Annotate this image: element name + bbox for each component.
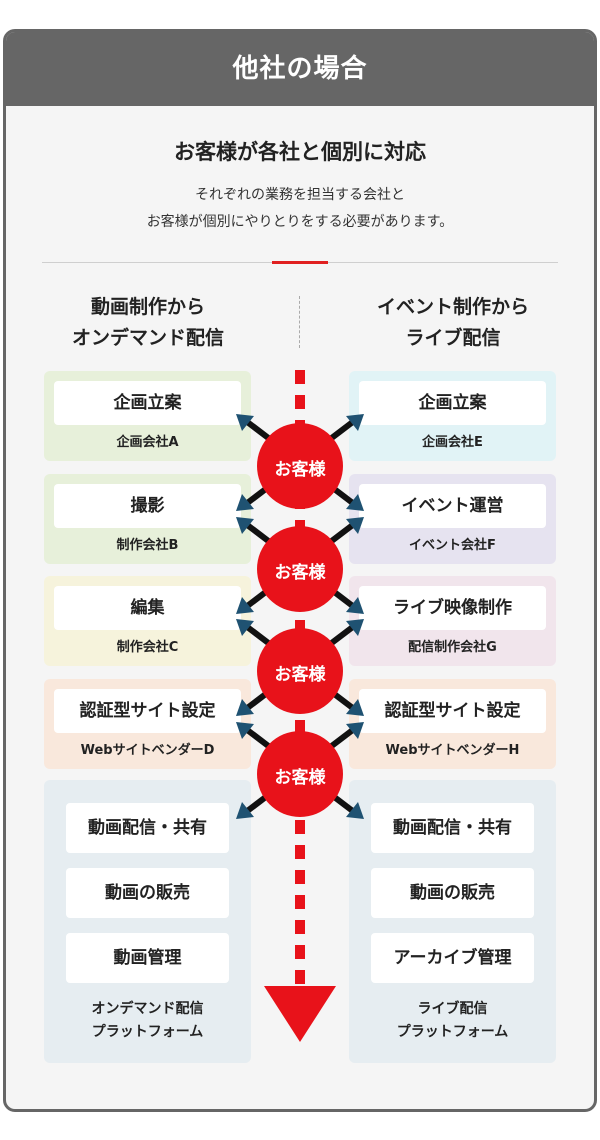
right-step-2: イベント運営 イベント会社F [349, 474, 556, 564]
right-platform-item-3: アーカイブ管理 [371, 933, 534, 983]
header-bar: 他社の場合 [6, 32, 594, 106]
left-platform-item-3: 動画管理 [66, 933, 229, 983]
right-step-4-company: WebサイトベンダーH [385, 743, 520, 758]
right-step-1-task: 企画立案 [359, 381, 546, 425]
right-step-1-company: 企画会社E [422, 435, 483, 450]
right-platform-footer-line-1: ライブ配信 [417, 1001, 488, 1017]
right-step-3-company: 配信制作会社G [408, 640, 497, 655]
customer-label-2: お客様 [274, 563, 326, 583]
flow-arrowhead [264, 986, 336, 1042]
divider-accent [272, 261, 328, 264]
right-platform-footer-line-2: プラットフォーム [396, 1024, 509, 1040]
left-platform-box: 動画配信・共有 動画の販売 動画管理 オンデマンド配信 プラットフォーム [44, 780, 251, 1063]
right-platform-item-1: 動画配信・共有 [371, 803, 534, 853]
description-line-2: お客様が個別にやりとりをする必要があります。 [146, 214, 454, 230]
left-step-3: 編集 制作会社C [44, 576, 251, 666]
left-step-4-task: 認証型サイト設定 [54, 689, 241, 733]
right-step-1: 企画立案 企画会社E [349, 371, 556, 461]
left-step-1-task: 企画立案 [54, 381, 241, 425]
header-title: 他社の場合 [232, 54, 368, 84]
left-platform-footer-line-2: プラットフォーム [91, 1024, 204, 1040]
column-divider [299, 296, 300, 348]
customer-label-3: お客様 [274, 665, 326, 685]
right-column-title-line-2: ライブ配信 [405, 327, 501, 349]
left-platform-item-2: 動画の販売 [66, 868, 229, 918]
right-column-title-line-1: イベント制作から [376, 296, 529, 318]
right-step-4: 認証型サイト設定 WebサイトベンダーH [349, 679, 556, 769]
right-platform-footer: ライブ配信 プラットフォーム [349, 998, 556, 1044]
right-step-3-task: ライブ映像制作 [359, 586, 546, 630]
right-step-3: ライブ映像制作 配信制作会社G [349, 576, 556, 666]
customer-circle-4 [257, 731, 343, 817]
right-platform-item-2: 動画の販売 [371, 868, 534, 918]
left-step-1-company: 企画会社A [116, 435, 179, 450]
left-platform-item-1: 動画配信・共有 [66, 803, 229, 853]
left-step-4-company: WebサイトベンダーD [80, 743, 215, 758]
left-platform-footer: オンデマンド配信 プラットフォーム [44, 998, 251, 1044]
left-column-title-line-1: 動画制作から [90, 296, 205, 318]
headline: お客様が各社と個別に対応 [174, 140, 426, 164]
right-step-4-task: 認証型サイト設定 [359, 689, 546, 733]
customer-label-1: お客様 [274, 460, 326, 480]
description-line-1: それぞれの業務を担当する会社と [195, 187, 405, 203]
left-step-3-company: 制作会社C [116, 640, 179, 655]
customer-circle-1 [257, 423, 343, 509]
left-step-4: 認証型サイト設定 WebサイトベンダーD [44, 679, 251, 769]
left-column-title-line-2: オンデマンド配信 [71, 327, 224, 349]
arrow-group-3 [236, 619, 364, 716]
left-step-3-task: 編集 [54, 586, 241, 630]
customer-circle-3 [257, 628, 343, 714]
left-step-1: 企画立案 企画会社A [44, 371, 251, 461]
customer-circle-2 [257, 526, 343, 612]
left-step-2-company: 制作会社B [116, 538, 179, 553]
right-step-2-company: イベント会社F [409, 538, 496, 553]
left-platform-footer-line-1: オンデマンド配信 [91, 1001, 204, 1017]
left-step-2-task: 撮影 [54, 484, 241, 528]
left-step-2: 撮影 制作会社B [44, 474, 251, 564]
right-platform-box: 動画配信・共有 動画の販売 アーカイブ管理 ライブ配信 プラットフォーム [349, 780, 556, 1063]
arrow-group-2 [236, 517, 364, 614]
customer-label-4: お客様 [274, 768, 326, 788]
right-step-2-task: イベント運営 [359, 484, 546, 528]
